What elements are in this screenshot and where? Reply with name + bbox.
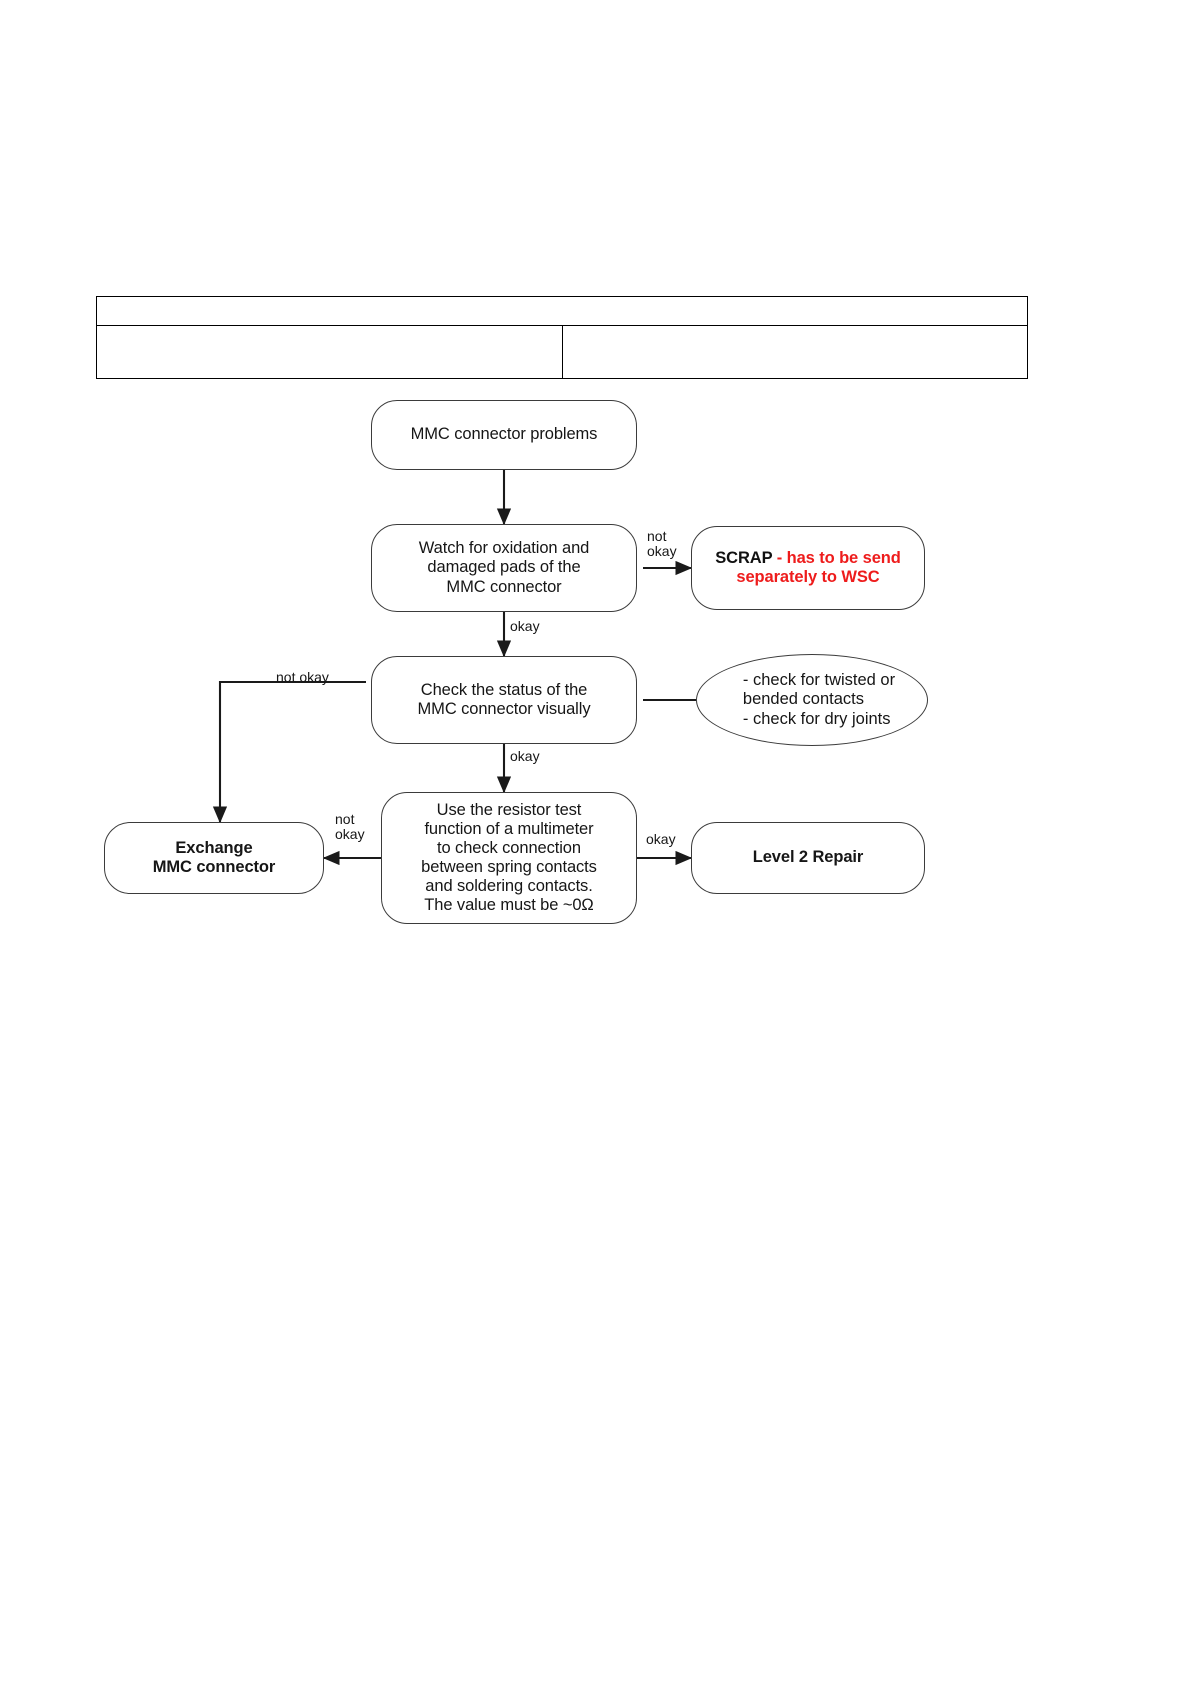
node-scrap[interactable]: SCRAP - has to be send separately to WSC — [691, 526, 925, 610]
flowchart-diagram: MMC connector problems Watch for oxidati… — [96, 382, 1036, 942]
node-scrap-detail-1: - has to be send — [772, 548, 901, 567]
edge-label-status-okay: okay — [510, 748, 540, 764]
node-level-2-repair[interactable]: Level 2 Repair — [691, 822, 925, 894]
node-visual-check-note: - check for twisted or bended contacts -… — [696, 654, 928, 746]
node-exchange-connector-label: Exchange MMC connector — [152, 838, 276, 876]
header-table-cell-2-1 — [96, 325, 563, 379]
edge-label-status-not-okay: not okay — [276, 669, 329, 685]
connector-check-to-exchange — [212, 680, 366, 824]
flowchart-connectors — [212, 470, 696, 866]
edge-label-resistor-not-okay: not okay — [335, 811, 365, 843]
node-inspect-oxidation[interactable]: Watch for oxidation and damaged pads of … — [371, 524, 637, 612]
edge-label-inspect-not-okay: not okay — [647, 528, 677, 560]
edge-label-inspect-okay: okay — [510, 618, 540, 634]
node-exchange-connector[interactable]: Exchange MMC connector — [104, 822, 324, 894]
header-table — [96, 296, 1028, 379]
node-resistor-test[interactable]: Use the resistor test function of a mult… — [381, 792, 637, 924]
header-table-row-2 — [96, 325, 1028, 379]
node-scrap-text: SCRAP - has to be send separately to WSC — [715, 548, 901, 587]
node-check-status-label: Check the status of the MMC connector vi… — [417, 680, 591, 718]
node-inspect-oxidation-label: Watch for oxidation and damaged pads of … — [418, 539, 590, 596]
node-resistor-test-label: Use the resistor test function of a mult… — [421, 800, 597, 915]
header-table-row-1 — [96, 296, 1028, 326]
node-start-label: MMC connector problems — [410, 425, 598, 444]
edge-label-resistor-okay: okay — [646, 831, 676, 847]
node-check-status[interactable]: Check the status of the MMC connector vi… — [371, 656, 637, 744]
node-start[interactable]: MMC connector problems — [371, 400, 637, 470]
header-table-cell-2-2 — [561, 325, 1028, 379]
node-scrap-keyword: SCRAP — [715, 548, 773, 567]
node-visual-check-note-label: - check for twisted or bended contacts -… — [742, 670, 896, 728]
header-table-cell-1-1 — [96, 296, 1028, 326]
node-scrap-detail-2: separately to WSC — [736, 568, 880, 586]
node-level-2-repair-label: Level 2 Repair — [752, 848, 864, 867]
